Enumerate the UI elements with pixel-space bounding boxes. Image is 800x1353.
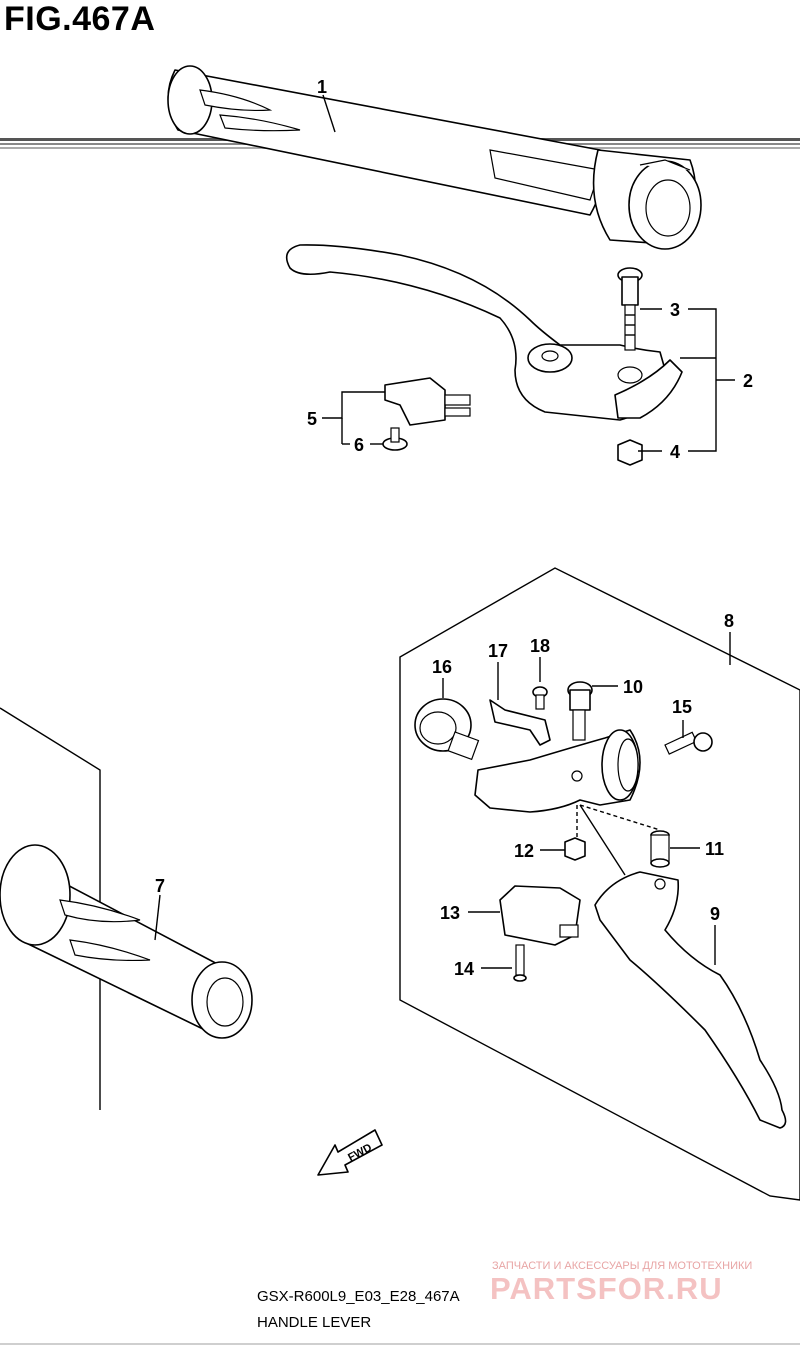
left-grip-outline (0, 707, 101, 1110)
callout-4: 4 (670, 442, 680, 462)
bracket-screw[interactable] (532, 686, 548, 710)
left-handlebar-grip[interactable] (0, 844, 253, 1039)
figure-title: FIG.467A (4, 0, 156, 38)
callout-numbers: 1 2 3 4 5 6 7 8 9 10 11 12 13 14 15 16 1… (155, 77, 753, 979)
diagram-code: GSX-R600L9_E03_E28_467A (257, 1288, 460, 1305)
callout-17: 17 (488, 641, 508, 661)
clutch-assembly-outline (399, 567, 800, 1201)
callout-9: 9 (710, 904, 720, 924)
switch-screw[interactable] (382, 427, 408, 451)
callout-8: 8 (724, 611, 734, 631)
leader-lines (154, 94, 735, 969)
callout-1: 1 (317, 77, 327, 97)
callout-16: 16 (432, 657, 452, 677)
callout-11: 11 (705, 839, 724, 859)
watermark-tagline: ЗАПЧАСТИ И АКСЕССУАРЫ ДЛЯ МОТОТЕХНИКИ (492, 1260, 753, 1272)
clutch-pivot-nut[interactable] (564, 837, 586, 861)
clamp-bolt[interactable] (664, 731, 713, 755)
fwd-arrow: FWD (317, 1129, 383, 1176)
watermark-brand: PARTSFOR.RU (490, 1271, 723, 1306)
clutch-pivot-bolt[interactable] (567, 681, 593, 741)
front-brake-lever[interactable] (285, 244, 683, 421)
callout-7: 7 (155, 876, 165, 896)
callout-5: 5 (307, 409, 317, 429)
diagram-name: HANDLE LEVER (257, 1314, 372, 1331)
clutch-lever-holder[interactable] (474, 729, 641, 813)
pivot-nut[interactable] (617, 439, 643, 466)
pivot-collar[interactable] (650, 830, 670, 868)
callout-12: 12 (514, 841, 534, 861)
callout-6: 6 (354, 435, 364, 455)
callout-10: 10 (623, 677, 643, 697)
bottom-border (0, 1343, 800, 1345)
switch-bracket-clip[interactable] (489, 699, 551, 746)
clutch-adjuster-knob[interactable] (414, 698, 480, 761)
callout-3: 3 (670, 300, 680, 320)
throttle-grip[interactable] (167, 65, 702, 250)
callout-15: 15 (672, 697, 692, 717)
clutch-lever[interactable] (594, 871, 787, 1129)
lever-pivot-bolt[interactable] (617, 267, 643, 351)
callout-2: 2 (743, 371, 753, 391)
clutch-switch[interactable] (499, 885, 581, 946)
clutch-switch-screw[interactable] (513, 944, 527, 982)
callout-18: 18 (530, 636, 550, 656)
callout-14: 14 (454, 959, 474, 979)
callout-13: 13 (440, 903, 460, 923)
brake-light-switch[interactable] (384, 377, 471, 426)
